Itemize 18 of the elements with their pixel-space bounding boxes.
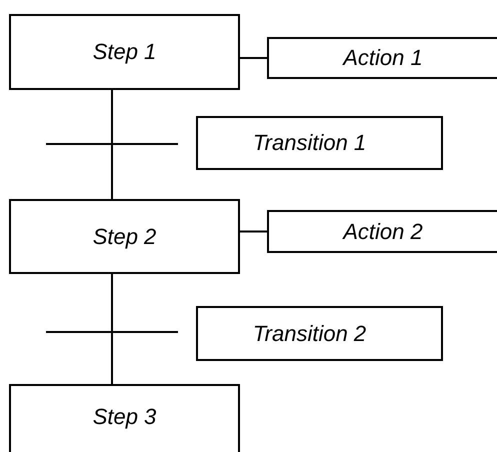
connector-line <box>111 274 113 384</box>
step-box <box>9 384 240 452</box>
step-label: Step 1 <box>92 39 156 65</box>
step-box <box>9 199 240 274</box>
step-box <box>9 14 240 90</box>
connector-line <box>240 57 267 59</box>
step-label: Step 3 <box>92 404 156 430</box>
connector-line <box>111 90 113 199</box>
transition-label: Transition 2 <box>252 320 366 346</box>
transition-condition-box <box>196 306 443 361</box>
connector-line <box>240 230 267 232</box>
action-box <box>267 37 497 79</box>
action-label: Action 2 <box>343 218 423 244</box>
action-label: Action 1 <box>343 45 423 71</box>
step-label: Step 2 <box>92 224 156 250</box>
action-box <box>267 210 497 253</box>
transition-condition-box <box>196 116 443 170</box>
transition-label: Transition 1 <box>252 130 366 156</box>
